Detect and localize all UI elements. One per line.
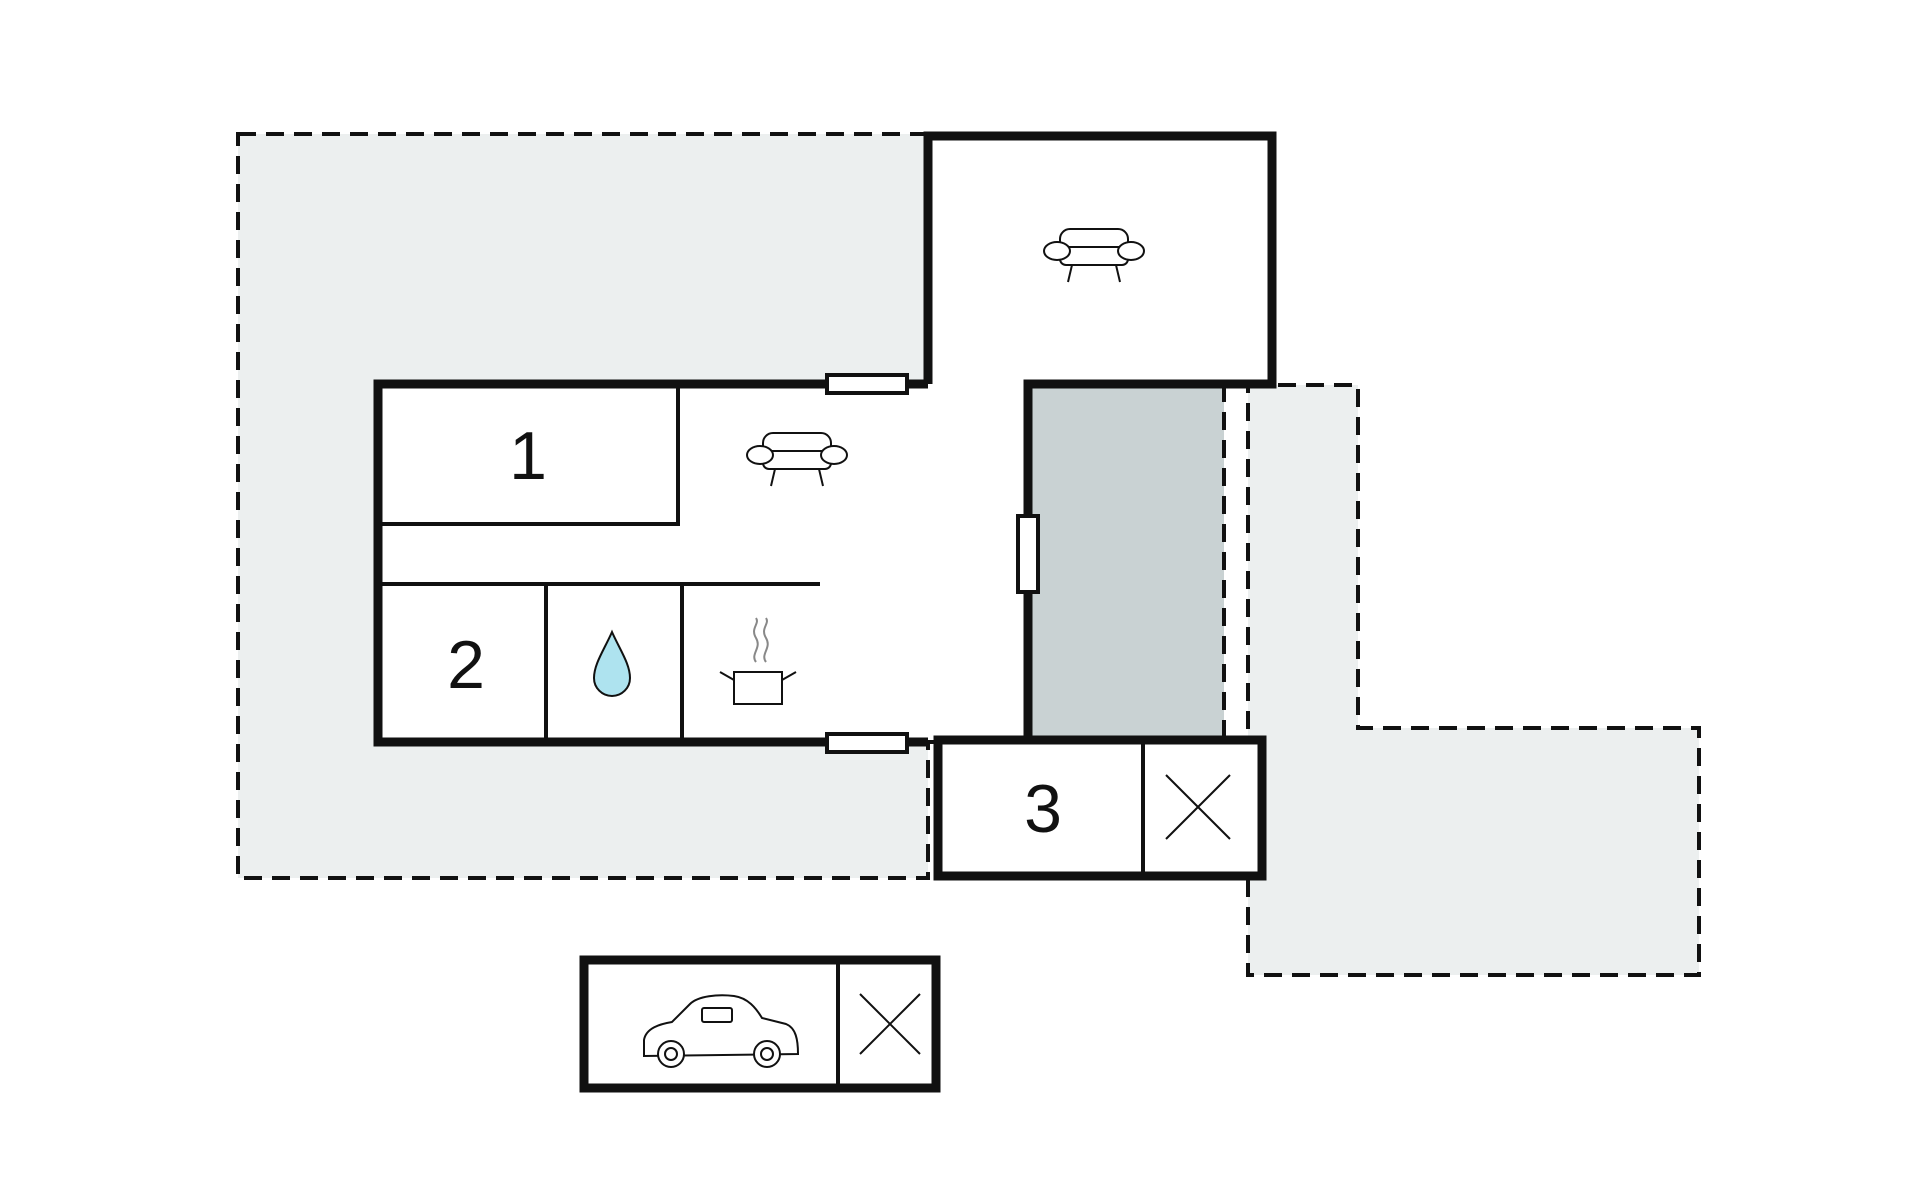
room-2-label: 2 <box>447 627 485 703</box>
door-bottom <box>825 732 909 754</box>
cross-icon <box>1165 774 1231 840</box>
room-3-label: 3 <box>1024 771 1062 847</box>
room-1-label: 1 <box>509 418 547 494</box>
room-1-wall <box>378 384 680 526</box>
door-top <box>825 373 909 395</box>
covered-terrace <box>1028 384 1224 742</box>
armchair-icon <box>746 432 848 487</box>
armchair-icon <box>1043 228 1145 283</box>
cooking-pot-icon <box>719 617 797 705</box>
annex-block <box>933 735 1267 881</box>
exterior-wall-main <box>923 131 1277 742</box>
terrace-right <box>1222 383 1701 977</box>
car-icon <box>643 994 800 1068</box>
water-drop-icon <box>592 629 632 697</box>
exterior-wall-left <box>373 379 928 747</box>
door-right <box>1016 514 1040 594</box>
cross-icon <box>859 993 921 1055</box>
